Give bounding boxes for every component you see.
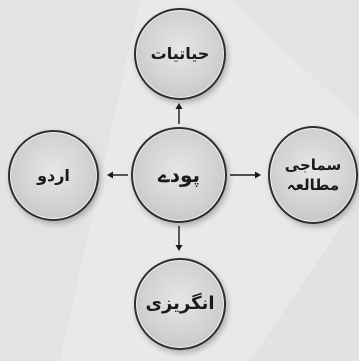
- node-urdu-label: اردو: [37, 165, 70, 185]
- node-biology-label: حیاتیات: [150, 44, 210, 64]
- node-social-studies: سماجی مطالعہ: [268, 126, 358, 224]
- node-plants-label: پودے: [157, 162, 201, 187]
- node-urdu: اردو: [8, 130, 99, 221]
- node-english: انگریزی: [134, 258, 226, 350]
- node-english-label: انگریزی: [145, 292, 215, 314]
- node-social-studies-label: سماجی مطالعہ: [284, 155, 342, 194]
- node-plants: پودے: [131, 127, 227, 223]
- node-biology: حیاتیات: [134, 8, 226, 100]
